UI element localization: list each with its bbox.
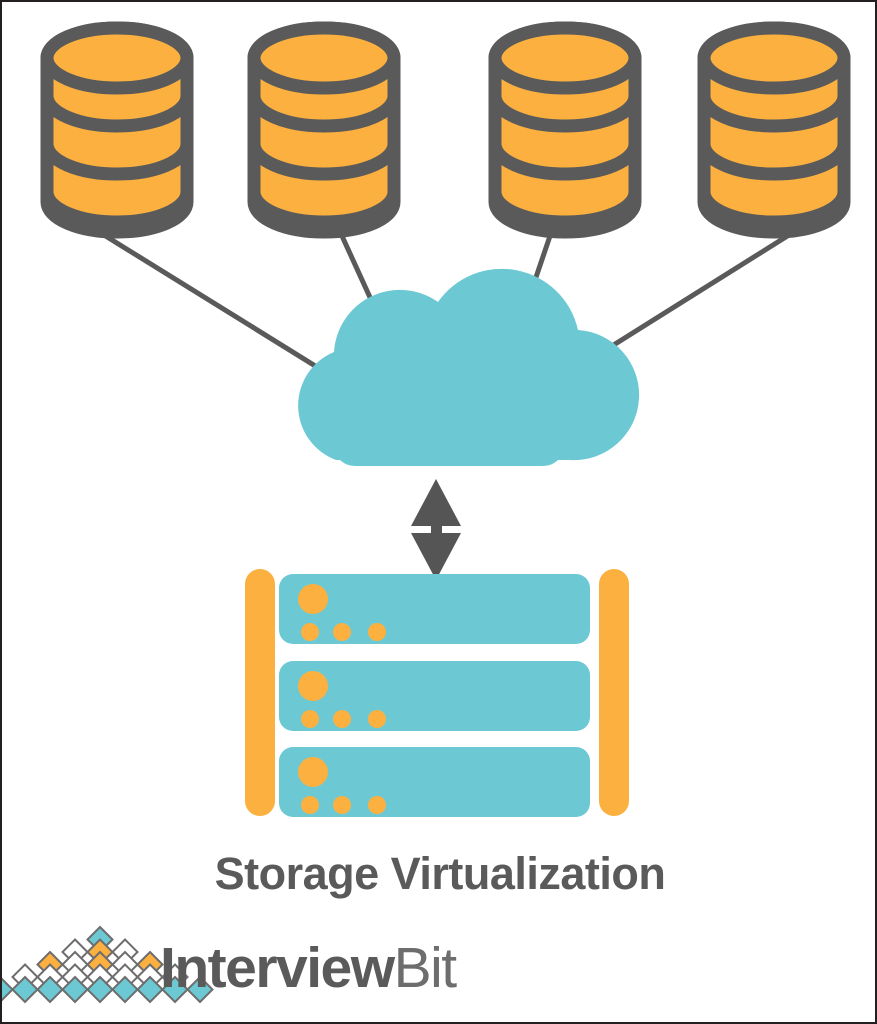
logo-diamond	[2, 977, 14, 1002]
rack-rail-right	[599, 569, 629, 816]
database-3[interactable]	[495, 28, 635, 232]
server-shelf-1[interactable]	[279, 574, 590, 644]
diagram-caption: Storage Virtualization	[215, 848, 666, 899]
diamond-pyramid-icon	[2, 925, 214, 1004]
logo-diamond	[186, 975, 214, 1004]
logo-diamond	[111, 975, 139, 1004]
interviewbit-wordmark: InterviewBit	[160, 936, 457, 1000]
logo-diamond	[11, 975, 39, 1004]
server-shelf-3[interactable]	[279, 747, 590, 817]
database-4[interactable]	[704, 28, 844, 232]
database-group	[47, 28, 844, 232]
server-shelf-2[interactable]	[279, 661, 590, 731]
wordmark-bit: Bit	[394, 936, 458, 1000]
double-arrow-vertical-icon	[411, 479, 461, 580]
storage-array	[245, 569, 629, 817]
cloud-icon[interactable]	[298, 268, 640, 466]
logo-diamond	[61, 975, 89, 1004]
link-db1-cloud	[102, 232, 356, 393]
logo-diamond	[86, 975, 114, 1004]
wordmark-interview: Interview	[160, 936, 396, 1000]
database-1[interactable]	[47, 28, 187, 232]
database-2[interactable]	[254, 28, 394, 232]
logo-diamond	[161, 975, 189, 1004]
rack-rail-left	[245, 569, 275, 816]
logo-diamond	[136, 975, 164, 1004]
logo-diamond	[36, 975, 64, 1004]
